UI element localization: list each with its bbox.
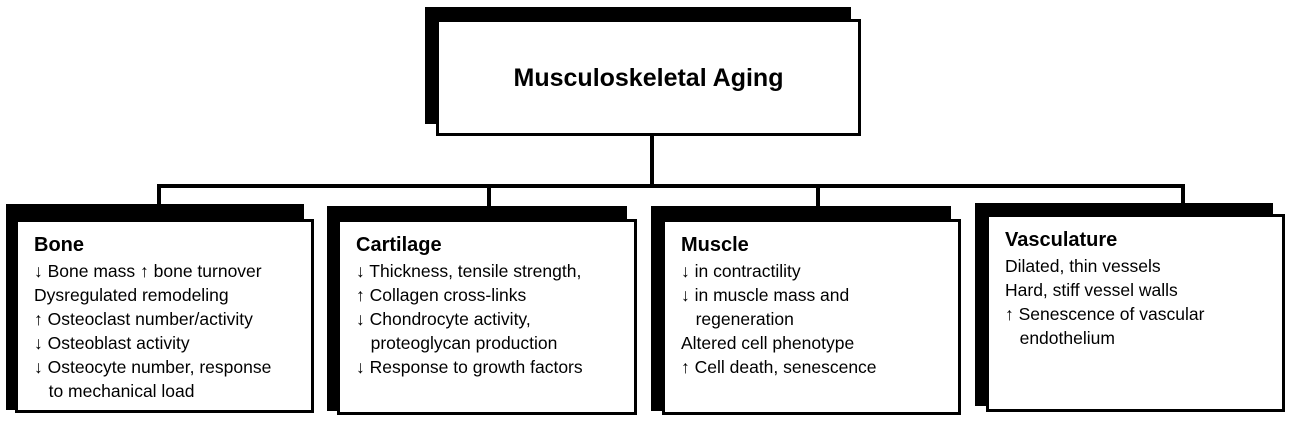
muscle-line: ↓ in muscle mass and [681,285,850,305]
muscle-heading: Muscle [681,234,749,256]
bone-line: to mechanical load [34,381,195,401]
cartilage-line: ↓ Thickness, tensile strength, [356,261,582,281]
vasculature-line: endothelium [1005,328,1115,348]
bone-box: Bone ↓ Bone mass ↑ bone turnover Dysregu… [15,219,314,413]
cartilage-line: ↑ Collagen cross-links [356,285,527,305]
vasculature-line: Dilated, thin vessels [1005,256,1161,276]
cartilage-lines: ↓ Thickness, tensile strength, ↑ Collage… [356,259,628,379]
bone-line: ↓ Bone mass ↑ bone turnover [34,261,262,281]
cartilage-box: Cartilage ↓ Thickness, tensile strength,… [337,219,637,415]
muscle-lines: ↓ in contractility ↓ in muscle mass and … [681,259,952,379]
muscle-box: Muscle ↓ in contractility ↓ in muscle ma… [662,219,961,415]
vasculature-lines: Dilated, thin vessels Hard, stiff vessel… [1005,254,1276,350]
muscle-line: Altered cell phenotype [681,333,855,353]
vasculature-line: Hard, stiff vessel walls [1005,280,1178,300]
vasculature-heading: Vasculature [1005,229,1118,251]
cartilage-heading: Cartilage [356,234,442,256]
bone-line: ↑ Osteoclast number/activity [34,309,253,329]
title-box: Musculoskeletal Aging [436,19,861,136]
cartilage-line: ↓ Chondrocyte activity, [356,309,531,329]
muscle-line: ↑ Cell death, senescence [681,357,877,377]
vasculature-line: ↑ Senescence of vascular [1005,304,1205,324]
diagram-title: Musculoskeletal Aging [513,64,784,92]
bone-heading: Bone [34,234,84,256]
muscle-line: regeneration [681,309,794,329]
bone-line: ↓ Osteoblast activity [34,333,190,353]
cartilage-line: ↓ Response to growth factors [356,357,583,377]
bone-line: Dysregulated remodeling [34,285,229,305]
vasculature-box: Vasculature Dilated, thin vessels Hard, … [986,214,1285,412]
bone-lines: ↓ Bone mass ↑ bone turnover Dysregulated… [34,259,305,403]
muscle-line: ↓ in contractility [681,261,801,281]
cartilage-line: proteoglycan production [356,333,558,353]
bone-line: ↓ Osteocyte number, response [34,357,272,377]
